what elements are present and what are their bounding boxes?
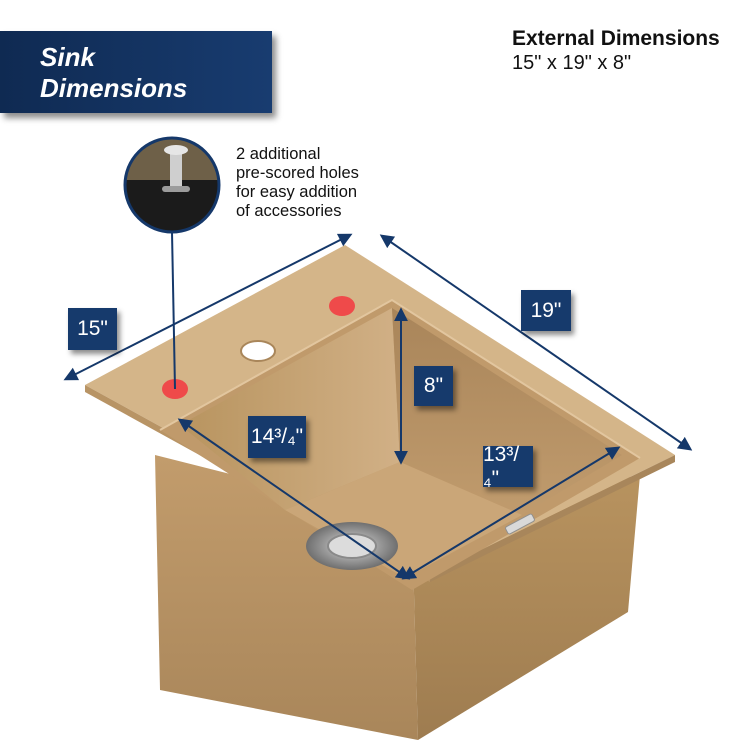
bowl-length-arrow [177, 418, 411, 580]
bowl-width-label: 13³/₄" [483, 443, 533, 490]
depth-label: 8" [414, 366, 453, 406]
length-label: 19" [521, 290, 571, 331]
title-line-1: Sink [40, 42, 95, 72]
external-dimensions-title: External Dimensions [512, 27, 720, 50]
callout-line-4: of accessories [236, 202, 342, 220]
callout-text: 2 additional pre-scored holes for easy a… [236, 145, 359, 221]
callout-line-3: for easy addition [236, 183, 358, 201]
accessory-photo [125, 138, 219, 232]
title-banner: Sink Dimensions [0, 31, 272, 113]
bowl-width-arrow [401, 446, 621, 580]
bowl-length-label: 14³/₄" [248, 416, 306, 458]
title-line-2: Dimensions [40, 73, 188, 103]
callout-line-2: pre-scored holes [236, 164, 359, 182]
pre-scored-hole-marker [329, 296, 355, 316]
length-arrow [379, 234, 693, 451]
width-label: 15" [68, 308, 117, 350]
faucet-hole [240, 340, 276, 362]
external-dimensions-value: 15" x 19" x 8" [512, 52, 632, 74]
width-arrow [63, 233, 353, 381]
callout-line-1: 2 additional [236, 145, 321, 163]
